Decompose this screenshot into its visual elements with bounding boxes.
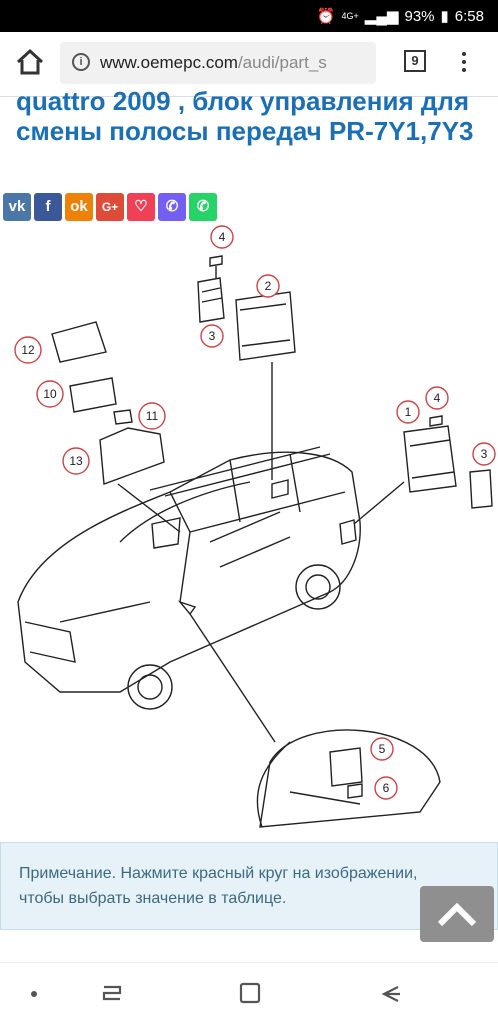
google-plus-share-button[interactable]: G+ (96, 193, 124, 221)
home-icon[interactable] (14, 46, 46, 78)
overflow-menu-icon[interactable] (454, 48, 474, 76)
svg-text:2: 2 (265, 279, 272, 293)
back-icon[interactable] (381, 986, 400, 1002)
svg-text:13: 13 (69, 454, 83, 468)
callout-4-right[interactable]: 4 (425, 386, 449, 410)
info-icon[interactable]: i (72, 53, 90, 71)
battery-icon: ▮ (440, 8, 449, 25)
svg-text:5: 5 (379, 742, 386, 756)
callout-10[interactable]: 10 (36, 380, 64, 408)
svg-text:10: 10 (43, 387, 57, 401)
address-bar[interactable]: i www.oemepc.com/audi/part_s (60, 42, 376, 84)
whatsapp-share-button[interactable]: ✆ (189, 193, 217, 221)
network-label: 4G+ (341, 11, 359, 21)
home-button[interactable] (239, 982, 261, 1004)
viber-share-button[interactable]: ✆ (158, 193, 186, 221)
callout-3-right[interactable]: 3 (472, 442, 496, 466)
callout-13[interactable]: 13 (62, 447, 90, 475)
alarm-icon: ⏰ (316, 8, 336, 25)
odnoklassniki-share-button[interactable]: ok (65, 193, 93, 221)
callout-5[interactable]: 5 (370, 737, 394, 761)
page-title: quattro 2009 , блок управления для смены… (16, 86, 474, 146)
system-nav-bar (0, 962, 498, 1025)
scroll-to-top-button[interactable] (420, 886, 494, 942)
assistant-dot-icon[interactable] (31, 991, 37, 997)
parts-diagram: 4 2 3 12 10 11 13 4 1 3 5 6 (14, 225, 496, 828)
svg-text:4: 4 (434, 391, 441, 405)
svg-text:6: 6 (383, 781, 390, 795)
share-buttons: vk f ok G+ ♡ ✆ ✆ (3, 193, 217, 221)
svg-text:3: 3 (209, 329, 216, 343)
status-bar: ⏰ 4G+ ▂▄▆ 93% ▮ 6:58 (0, 0, 498, 32)
battery-level: 93% (404, 7, 435, 25)
facebook-share-button[interactable]: f (34, 193, 62, 221)
clock: 6:58 (454, 7, 484, 25)
callout-4-top[interactable]: 4 (210, 225, 234, 249)
svg-text:4: 4 (219, 230, 226, 244)
vk-share-button[interactable]: vk (3, 193, 31, 221)
note-box: Примечание. Нажмите красный круг на изоб… (0, 842, 498, 930)
callout-1[interactable]: 1 (396, 400, 420, 424)
callout-12[interactable]: 12 (14, 336, 42, 364)
callout-11[interactable]: 11 (138, 402, 166, 430)
callout-6[interactable]: 6 (374, 776, 398, 800)
svg-text:11: 11 (146, 409, 159, 423)
signal-icon: ▂▄▆ (364, 8, 399, 25)
pocket-share-button[interactable]: ♡ (127, 193, 155, 221)
chevron-up-icon (437, 902, 477, 927)
svg-text:12: 12 (21, 343, 35, 357)
callout-2[interactable]: 2 (256, 274, 280, 298)
recent-apps-icon[interactable] (102, 985, 122, 1001)
note-text: Примечание. Нажмите красный круг на изоб… (19, 865, 418, 907)
svg-text:3: 3 (481, 447, 488, 461)
browser-toolbar: i www.oemepc.com/audi/part_s 9 (0, 32, 498, 97)
tab-switcher-button[interactable]: 9 (404, 50, 426, 72)
callout-3-top[interactable]: 3 (200, 324, 224, 348)
url-text[interactable]: www.oemepc.com/audi/part_s (100, 53, 327, 72)
svg-text:1: 1 (405, 405, 412, 419)
